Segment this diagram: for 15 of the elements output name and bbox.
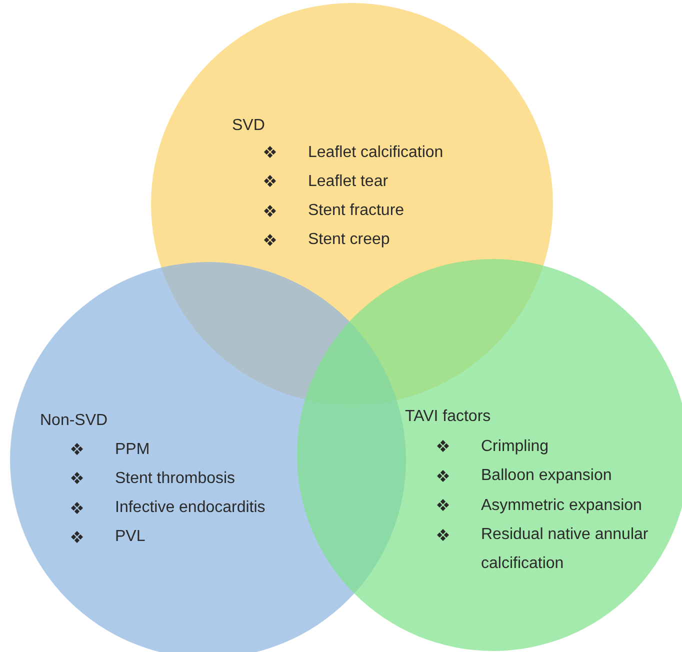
list-item: Balloon expansion: [481, 466, 613, 486]
list-item: Stent creep: [308, 230, 390, 250]
list-item: Residual native annular calcification: [481, 525, 650, 574]
list-item: Stent thrombosis: [115, 468, 236, 489]
list-item: Stent fracture: [308, 201, 404, 222]
list-item: Infective endocarditis: [115, 498, 266, 518]
set-heading: TAVI factors: [405, 406, 491, 426]
list-item: Asymmetric expansion: [481, 496, 643, 516]
list-item: Crimpling: [481, 436, 550, 456]
list-item: Leaflet tear: [308, 172, 388, 192]
set-heading: SVD: [232, 116, 265, 136]
set-heading: Non-SVD: [40, 410, 108, 430]
list-item: Leaflet calcification: [308, 142, 444, 162]
list-item: PVL: [115, 527, 146, 548]
list-item: PPM: [115, 440, 150, 460]
